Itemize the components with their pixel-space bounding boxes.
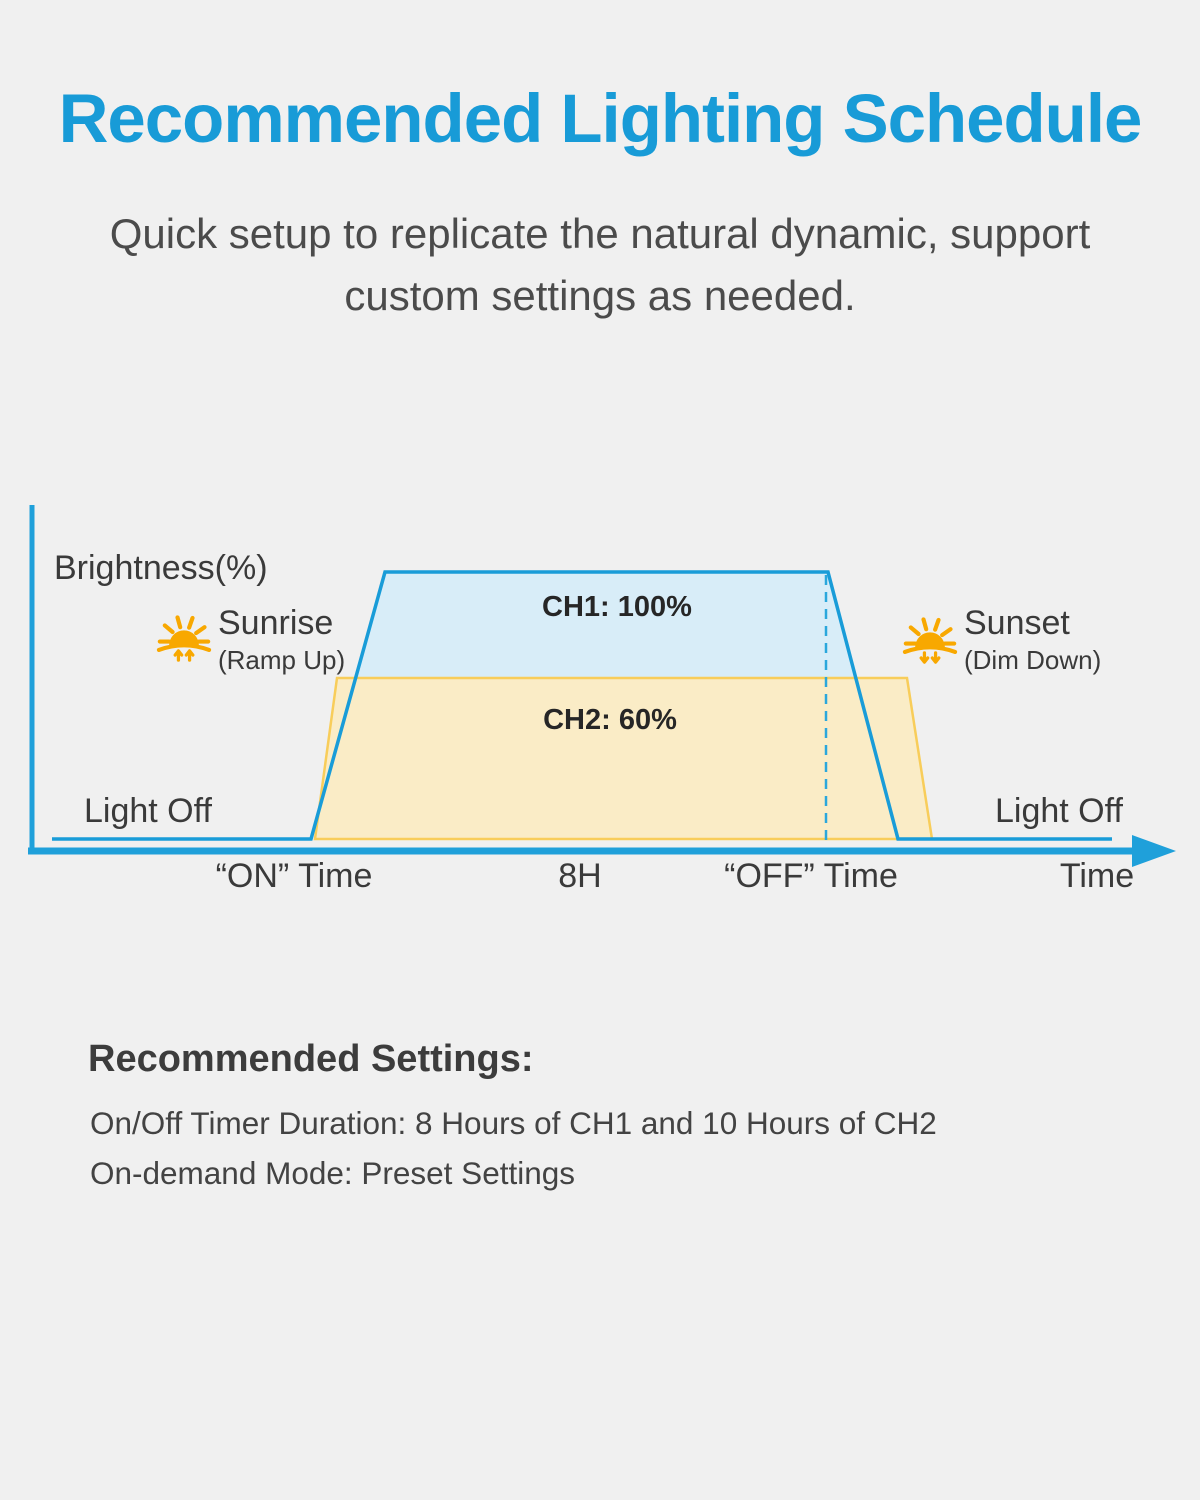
- sunset-label-sub: (Dim Down): [964, 644, 1102, 675]
- sunset-label-title: Sunset: [964, 604, 1070, 642]
- sunrise-icon: [156, 615, 212, 662]
- lighting-schedule-chart: Brightness(%) Sunrise (Ramp Up) Sunset (…: [0, 490, 1200, 905]
- page-subtitle: Quick setup to replicate the natural dyn…: [0, 203, 1200, 327]
- subtitle-line-1: Quick setup to replicate the natural dyn…: [109, 210, 1091, 257]
- light-off-right-label: Light Off: [995, 792, 1123, 830]
- on-demand-mode-text: On-demand Mode: Preset Settings: [90, 1155, 576, 1191]
- x-tick-off-time: “OFF” Time: [724, 857, 898, 895]
- x-axis-label-time: Time: [1059, 857, 1135, 895]
- sunrise-label: Sunrise (Ramp Up): [218, 604, 346, 676]
- sunrise-label-sub: (Ramp Up): [218, 644, 346, 675]
- sunset-icon: [902, 617, 958, 664]
- page-title: Recommended Lighting Schedule: [58, 80, 1143, 157]
- sunrise-label-title: Sunrise: [218, 604, 334, 642]
- ch2-area: [313, 676, 934, 841]
- sunset-label: Sunset (Dim Down): [964, 604, 1102, 676]
- x-tick-8h: 8H: [558, 857, 602, 895]
- ch2-annotation: CH2: 60%: [543, 704, 677, 736]
- subtitle-line-2: custom settings as needed.: [344, 272, 856, 319]
- ch1-annotation: CH1: 100%: [542, 591, 692, 623]
- recommended-settings-heading: Recommended Settings:: [88, 1038, 534, 1080]
- light-off-left-label: Light Off: [84, 792, 212, 830]
- ch1-line: [52, 570, 1112, 841]
- x-tick-on-time: “ON” Time: [215, 857, 373, 895]
- x-axis-arrow-icon: [1132, 835, 1176, 867]
- y-axis-label: Brightness(%): [54, 549, 268, 587]
- timer-duration-text: On/Off Timer Duration: 8 Hours of CH1 an…: [90, 1105, 937, 1141]
- chart-plot-svg: [28, 505, 1176, 867]
